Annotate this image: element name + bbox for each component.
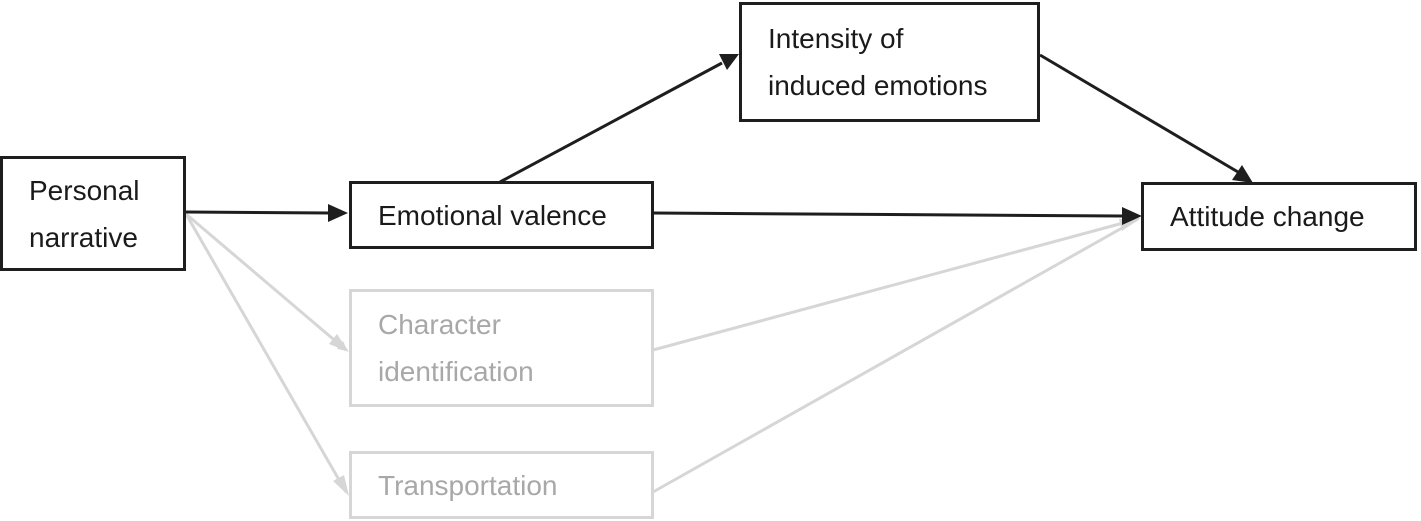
node-emotional-valence-label: Emotional valence <box>378 199 607 231</box>
edge-narrative-to-character-identification <box>185 212 348 352</box>
edge-narrative-to-transportation <box>184 213 348 493</box>
edge-transportation-to-attitude-change <box>652 217 1139 494</box>
edge-narrative-to-emotional-valence <box>185 210 331 215</box>
node-attitude-change: Attitude change <box>1141 182 1417 251</box>
arrowhead-intensity <box>719 54 739 70</box>
node-transportation-label: Transportation <box>378 469 558 501</box>
edge-intensity-to-attitude-change <box>1039 53 1239 174</box>
edge-valence-to-attitude-change <box>652 211 1123 218</box>
node-intensity-of-induced-emotions: Intensity of induced emotions <box>739 2 1040 122</box>
node-transportation: Transportation <box>349 451 654 519</box>
node-emotional-valence: Emotional valence <box>349 181 654 249</box>
edge-character-identification-to-attitude-change <box>652 217 1139 352</box>
arrowhead-character-identification <box>329 334 349 352</box>
node-intensity-label: Intensity of induced emotions <box>768 23 988 101</box>
arrowhead-transportation <box>333 475 349 496</box>
edge-valence-to-intensity <box>499 61 723 184</box>
node-character-identification-label: Character identification <box>378 309 534 387</box>
arrowhead-attitude-from-valence <box>1122 207 1142 225</box>
node-character-identification: Character identification <box>349 289 654 407</box>
node-attitude-change-label: Attitude change <box>1170 201 1365 232</box>
node-personal-narrative-label: Personal narrative <box>29 174 140 253</box>
arrowhead-attitude-from-intensity <box>1232 165 1253 183</box>
node-personal-narrative: Personal narrative <box>0 156 186 271</box>
arrowhead-emotional-valence <box>328 204 348 222</box>
